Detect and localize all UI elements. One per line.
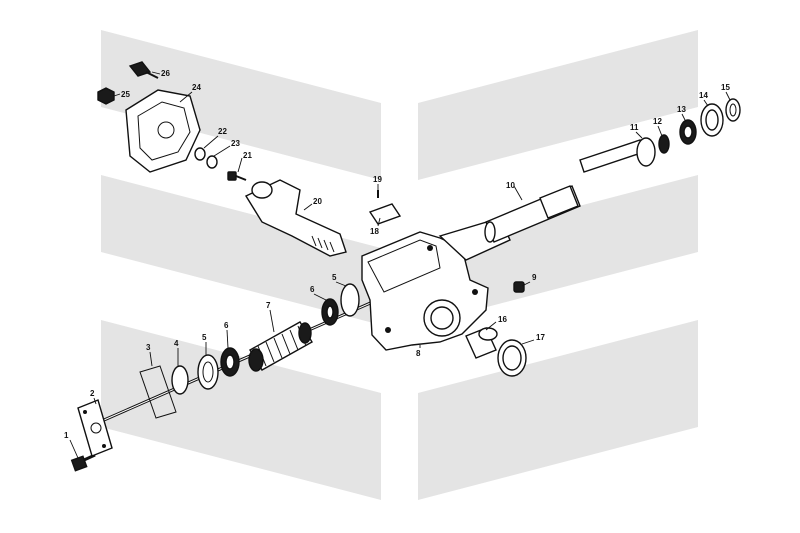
callout-9: 9 <box>532 273 537 282</box>
callout-2: 2 <box>90 389 95 398</box>
callout-13: 13 <box>677 105 686 114</box>
watermark-chevrons <box>101 30 698 500</box>
callout-3: 3 <box>146 343 151 352</box>
callout-12: 12 <box>653 117 662 126</box>
callout-20: 20 <box>313 197 322 206</box>
callout-22: 22 <box>218 127 227 136</box>
callout-labels: 1 2 3 4 5 6 7 8 9 10 11 12 13 14 15 16 1… <box>64 69 730 440</box>
callout-5: 5 <box>202 333 207 342</box>
gasket-part <box>139 365 177 419</box>
adjuster-parts <box>194 147 247 181</box>
upper-rings <box>321 283 360 326</box>
callout-17: 17 <box>536 333 545 342</box>
callout-15: 15 <box>721 83 730 92</box>
callout-14: 14 <box>699 91 708 100</box>
callout-7: 7 <box>266 301 271 310</box>
callout-10: 10 <box>506 181 515 190</box>
callout-18: 18 <box>370 227 379 236</box>
callout-19: 19 <box>373 175 382 184</box>
callout-26: 26 <box>161 69 170 78</box>
callout-5-upper: 5 <box>332 273 337 282</box>
column-end-parts <box>636 98 741 167</box>
callout-1: 1 <box>64 431 69 440</box>
bolt-part <box>70 453 96 472</box>
callout-16: 16 <box>498 315 507 324</box>
callout-4: 4 <box>174 339 179 348</box>
bush-and-seal-parts <box>465 327 527 377</box>
callout-11: 11 <box>630 123 639 132</box>
callout-6: 6 <box>224 321 229 330</box>
plug-part <box>513 281 525 293</box>
rocker-shaft-part <box>244 179 347 257</box>
callout-6-upper: 6 <box>310 285 315 294</box>
leader-lines <box>69 71 731 459</box>
callout-24: 24 <box>192 83 201 92</box>
callout-21: 21 <box>243 151 252 160</box>
callout-25: 25 <box>121 90 130 99</box>
cover-plate-parts <box>368 190 402 225</box>
end-plate-part <box>77 399 113 457</box>
column-tube-part <box>484 185 581 243</box>
side-cover-part <box>125 89 201 173</box>
callout-23: 23 <box>231 139 240 148</box>
lower-rings <box>171 347 240 395</box>
callout-8: 8 <box>416 349 421 358</box>
nut-and-screw-parts <box>97 61 159 105</box>
worm-gear-part <box>248 321 313 372</box>
